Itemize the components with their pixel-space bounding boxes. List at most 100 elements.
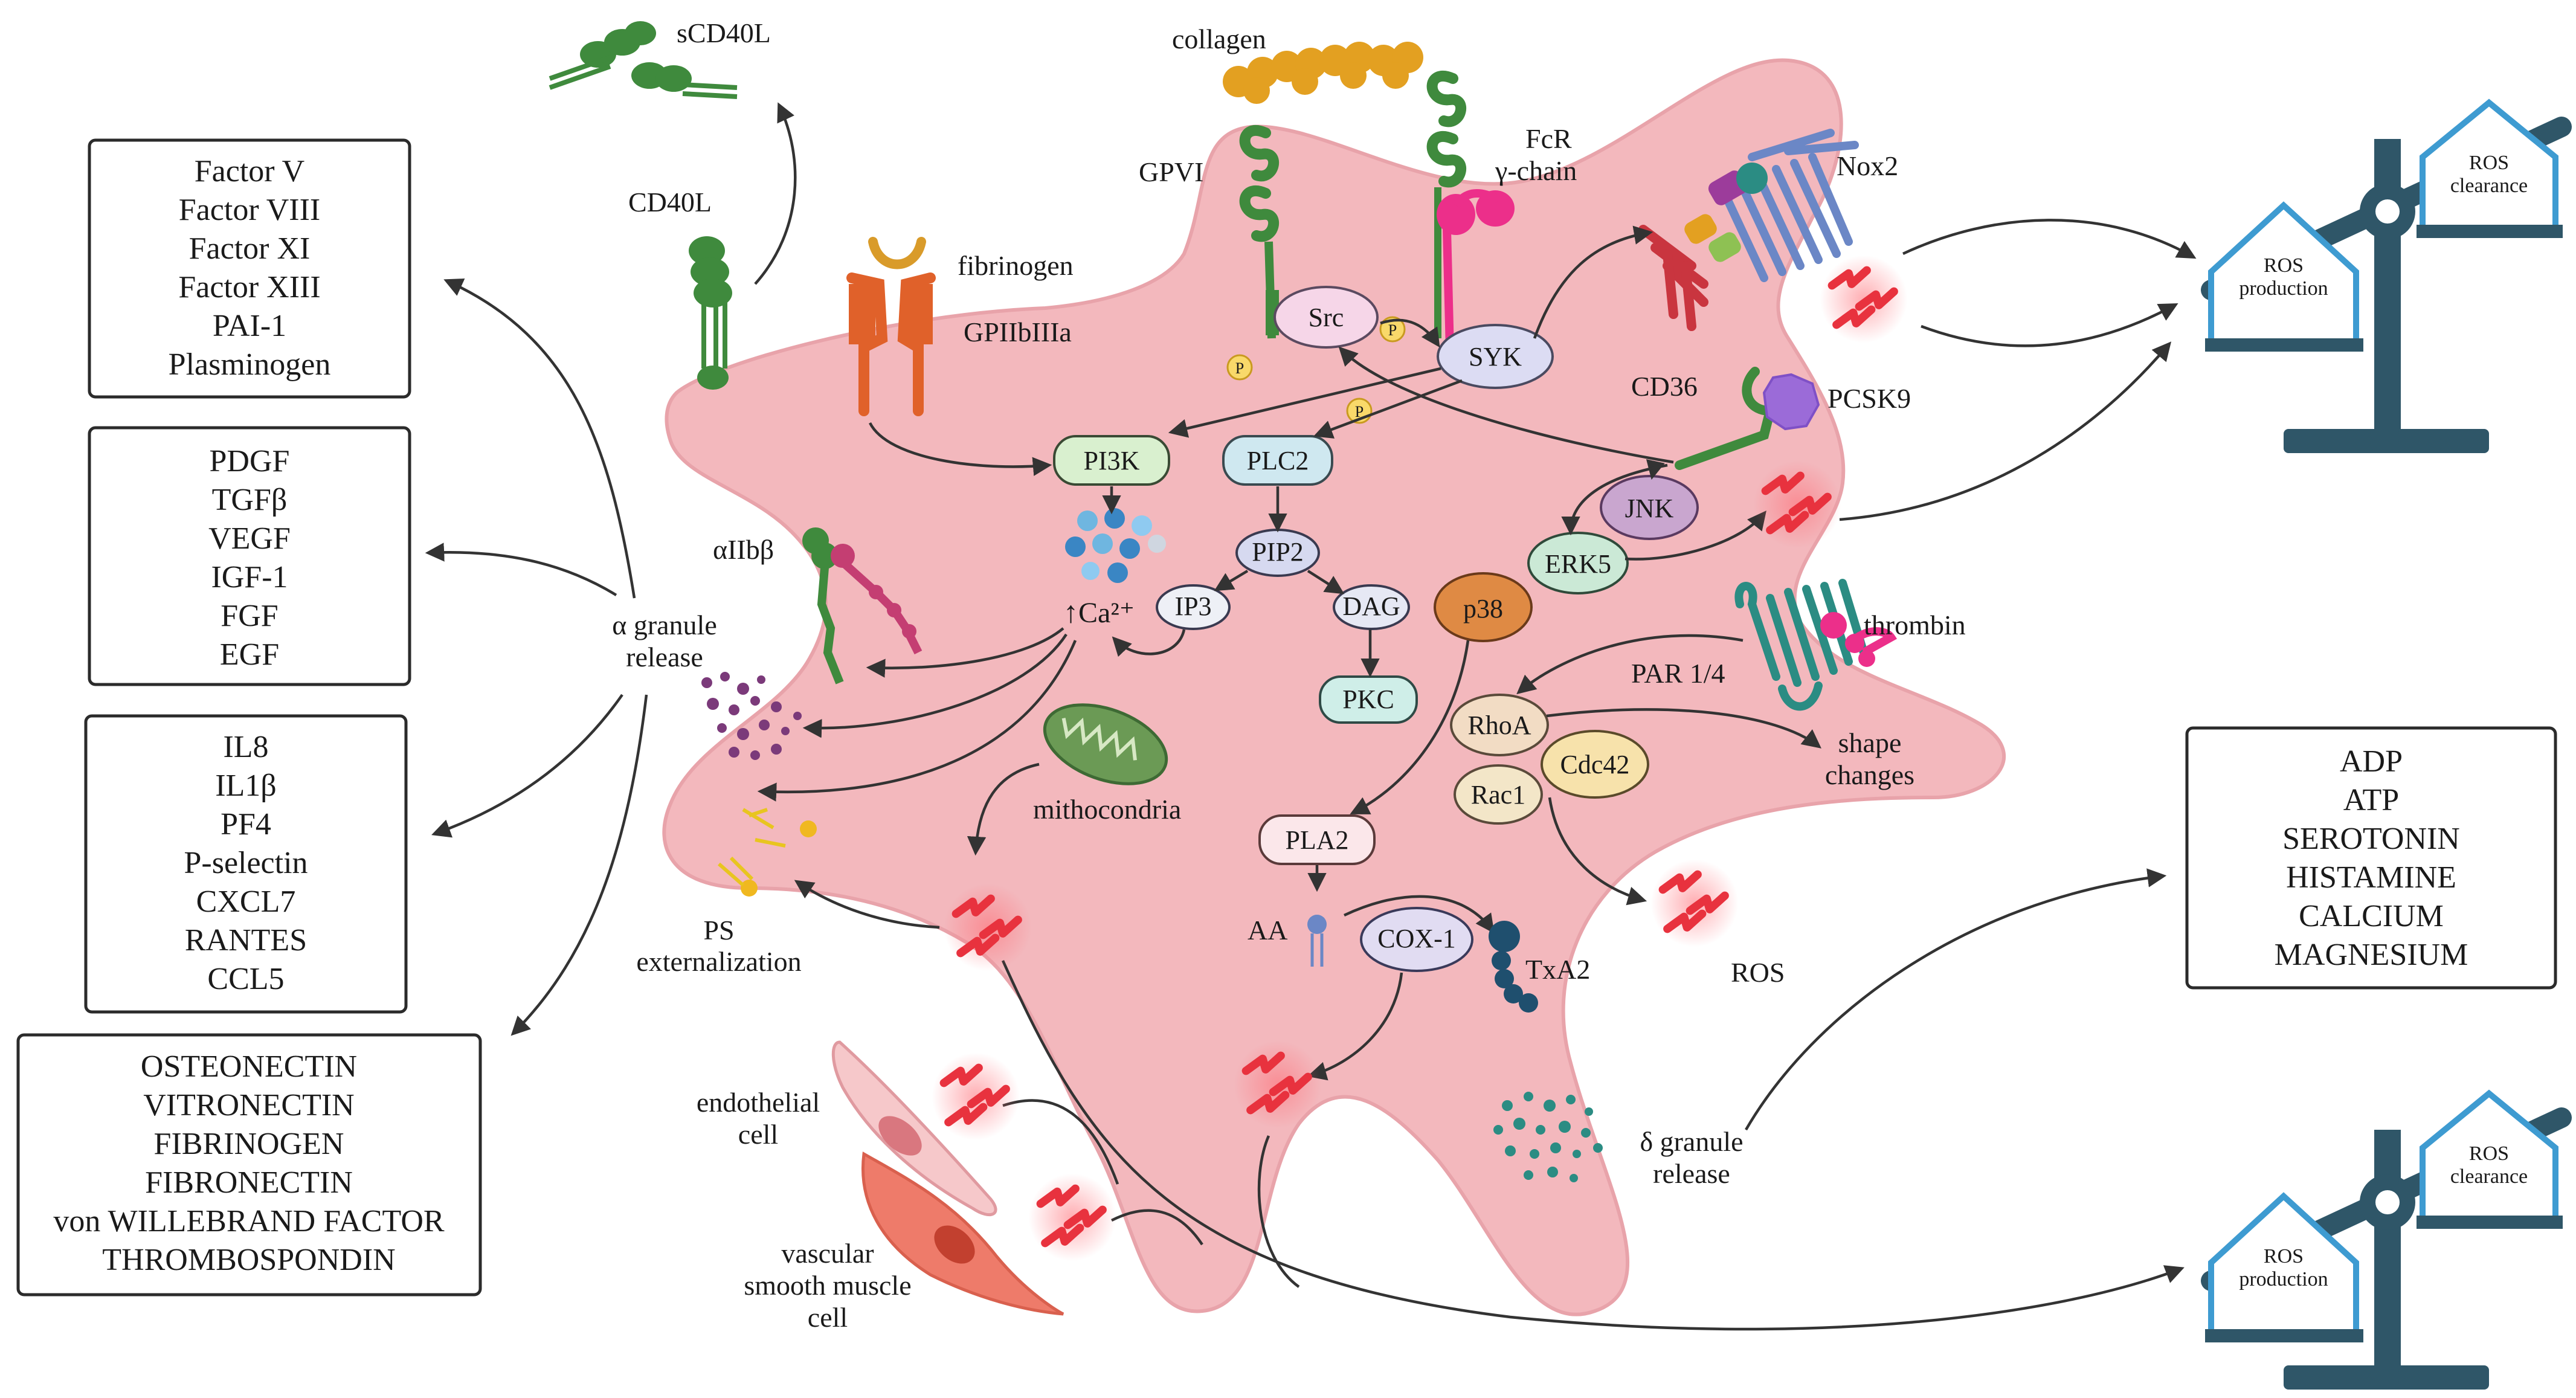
arrow-par-rhoa bbox=[1516, 634, 1744, 695]
box-item: VEGF bbox=[208, 521, 291, 556]
nox2-label: Nox2 bbox=[1837, 150, 1898, 181]
arachidonic-acid bbox=[1307, 915, 1327, 967]
arrow-syk-nox2 bbox=[1533, 225, 1653, 339]
vsmc-label: cell bbox=[808, 1302, 848, 1333]
ros-symbol bbox=[1234, 1041, 1322, 1129]
box-item: PF4 bbox=[221, 807, 271, 842]
ros-symbol bbox=[1754, 461, 1841, 549]
gpiib-iiia-label: GPIIbIIIa bbox=[964, 317, 1072, 347]
box-item: EGF bbox=[220, 637, 279, 672]
box-item: OSTEONECTIN bbox=[141, 1049, 357, 1084]
vascular-smooth-muscle-cell bbox=[861, 1151, 1064, 1316]
cd40l-label: CD40L bbox=[628, 187, 712, 217]
arrow-delta-to-dense bbox=[1745, 868, 2167, 1131]
aiibb-label: αIIbβ bbox=[713, 534, 774, 565]
arrow-syk-pi3k bbox=[1168, 367, 1441, 438]
nox2-complex bbox=[1638, 129, 1859, 331]
alpha-granule-label: α granule bbox=[612, 610, 717, 640]
scd40l-molecule bbox=[549, 21, 738, 99]
box-item: FIBRINOGEN bbox=[154, 1127, 344, 1161]
arrow-p38-pla2 bbox=[1350, 640, 1470, 814]
node-cox1: COX-1 bbox=[1360, 907, 1473, 972]
mitochondria-label: mithocondria bbox=[1033, 794, 1181, 825]
pcsk9-molecule bbox=[1762, 373, 1820, 431]
box-item: MAGNESIUM bbox=[2275, 938, 2468, 972]
node-rac1: Rac1 bbox=[1454, 764, 1543, 825]
arrow-vsmc-line bbox=[1110, 1209, 1203, 1246]
vsmc-label: vascular bbox=[781, 1238, 874, 1269]
node-p38: p38 bbox=[1434, 572, 1533, 642]
arrow-nox2ros-scale bbox=[1902, 219, 2197, 259]
box-item: CALCIUM bbox=[2299, 899, 2444, 933]
svg-text:IP3: IP3 bbox=[1174, 591, 1211, 621]
ros-symbol bbox=[1651, 860, 1739, 947]
svg-text:P: P bbox=[1355, 403, 1364, 420]
ros-clearance-label: clearance bbox=[2450, 175, 2528, 197]
svg-text:RhoA: RhoA bbox=[1467, 710, 1531, 740]
gpvi-label: GPVI bbox=[1139, 156, 1203, 187]
delta-granules bbox=[1493, 1092, 1603, 1182]
txa2-label: TxA2 bbox=[1525, 954, 1590, 985]
arrow-erk5-ros bbox=[1624, 511, 1766, 561]
calcium-label: Ca²⁺ bbox=[1078, 597, 1135, 629]
alpha-granules bbox=[701, 672, 802, 760]
arrow-cox1-ros bbox=[1307, 972, 1403, 1081]
arrow-cd40l-to-scd40l bbox=[754, 102, 797, 285]
shape-changes-label: shape bbox=[1838, 727, 1902, 758]
svg-text:Rac1: Rac1 bbox=[1471, 780, 1525, 810]
arrow-ip3-ca bbox=[1112, 629, 1186, 657]
ros-clearance-label: ROS bbox=[2469, 152, 2509, 174]
svg-text:p38: p38 bbox=[1463, 594, 1503, 623]
box-item: Factor V bbox=[195, 154, 304, 188]
box-item: PDGF bbox=[210, 444, 290, 478]
svg-text:PLC2: PLC2 bbox=[1247, 446, 1309, 475]
svg-text:P: P bbox=[1388, 321, 1397, 339]
gpvi-receptor bbox=[1239, 124, 1279, 339]
box-item: RANTES bbox=[185, 923, 307, 958]
box-item: CCL5 bbox=[207, 962, 284, 996]
phosphatidylserine bbox=[718, 808, 817, 897]
node-jnk: JNK bbox=[1600, 475, 1699, 540]
arrow-cd36-src bbox=[1338, 346, 1674, 464]
thrombin-label: thrombin bbox=[1864, 610, 1966, 640]
box-item: ATP bbox=[2343, 783, 2399, 817]
fcr-label: γ-chain bbox=[1495, 155, 1577, 186]
arrow-mito-ps bbox=[967, 762, 1040, 856]
ps-label: externalization bbox=[636, 946, 801, 977]
arrow-alpha-to-cytokines bbox=[431, 694, 623, 838]
arrow-pip2-ip3 bbox=[1214, 570, 1249, 591]
par-receptor bbox=[1734, 579, 1868, 711]
growth-factors-box: PDGF TGFβ VEGF IGF-1 FGF EGF bbox=[88, 426, 411, 686]
ros-symbol bbox=[1029, 1174, 1116, 1261]
arrow-gpiib-to-pi3k bbox=[868, 422, 1052, 476]
svg-text:SYK: SYK bbox=[1469, 342, 1522, 372]
node-erk5: ERK5 bbox=[1527, 532, 1629, 594]
box-item: FGF bbox=[221, 599, 278, 633]
arrow-alpha-to-growth bbox=[425, 543, 617, 596]
aiibb-integrin bbox=[802, 527, 923, 685]
shape-changes-label: changes bbox=[1825, 759, 1914, 790]
box-item: Factor VIII bbox=[179, 193, 320, 227]
ros-production-label: production bbox=[2239, 1268, 2328, 1290]
svg-text:Cdc42: Cdc42 bbox=[1560, 750, 1630, 779]
ros-clearance-label: ROS bbox=[2469, 1142, 2509, 1165]
cd40l-receptor bbox=[689, 236, 732, 390]
fibrinogen-molecule bbox=[868, 237, 926, 269]
arrow-cd36-erk5 bbox=[1561, 463, 1668, 536]
arrow-ca-alpha bbox=[802, 633, 1067, 738]
box-item: P-selectin bbox=[184, 846, 308, 880]
arrow-rac1-ros bbox=[1548, 797, 1647, 906]
box-item: THROMBOSPONDIN bbox=[102, 1243, 395, 1277]
svg-text:COX-1: COX-1 bbox=[1377, 924, 1456, 953]
cytokines-box: IL8 IL1β PF4 P-selectin CXCL7 RANTES CCL… bbox=[84, 714, 408, 1014]
svg-text:ERK5: ERK5 bbox=[1545, 549, 1611, 579]
arrow-nox2ros-scale-2 bbox=[1921, 303, 2178, 347]
ros-label: ROS bbox=[1731, 957, 1785, 988]
box-item: HISTAMINE bbox=[2286, 860, 2456, 895]
delta-granule-label: δ granule bbox=[1640, 1126, 1743, 1157]
arrow-ros-bottom-scale bbox=[1001, 960, 2185, 1331]
arrow-ca-ps bbox=[757, 640, 1077, 802]
endothelial-label: endothelial bbox=[697, 1087, 820, 1118]
node-cdc42: Cdc42 bbox=[1541, 730, 1649, 799]
